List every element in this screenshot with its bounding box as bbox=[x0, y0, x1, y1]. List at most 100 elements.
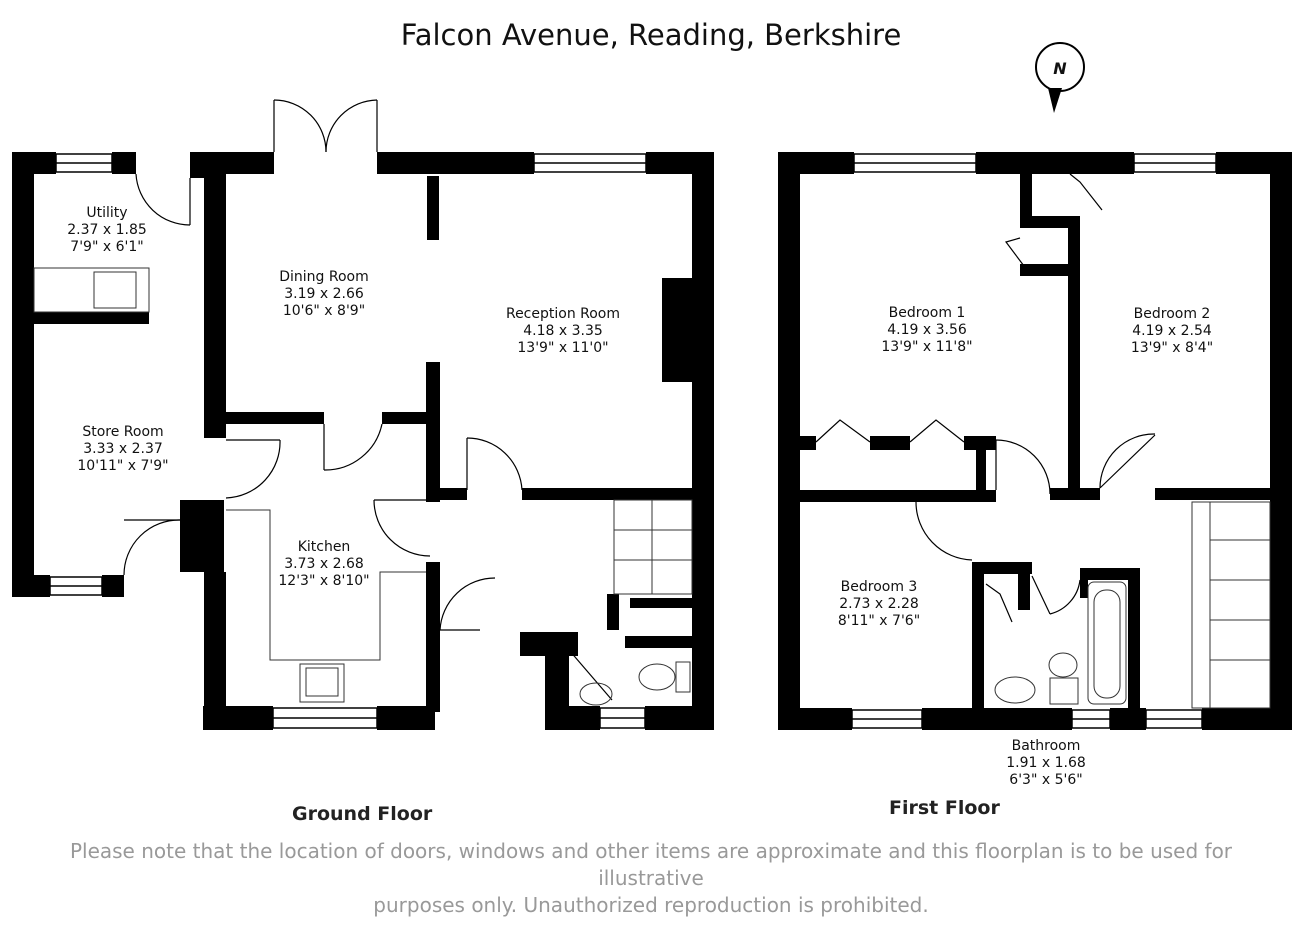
north-compass: N bbox=[1035, 42, 1085, 113]
room-name-dining: Dining Room bbox=[279, 269, 369, 285]
compass-arrow-icon bbox=[1048, 88, 1062, 113]
room-name-bedroom3: Bedroom 3 bbox=[841, 579, 918, 595]
wall bbox=[1020, 174, 1032, 222]
wall bbox=[972, 562, 984, 710]
wall bbox=[976, 152, 1134, 174]
wc-basin bbox=[579, 682, 613, 706]
wall bbox=[102, 575, 124, 597]
wall bbox=[382, 412, 436, 424]
room-name-reception: Reception Room bbox=[506, 306, 620, 322]
room-metric-store: 3.33 x 2.37 bbox=[83, 441, 163, 457]
wall bbox=[1020, 216, 1076, 228]
wall bbox=[800, 490, 996, 502]
ground-windows bbox=[49, 153, 647, 729]
ground-doors bbox=[123, 99, 613, 701]
wall bbox=[645, 706, 714, 730]
floor-label-first: First Floor bbox=[889, 797, 1000, 819]
wall bbox=[34, 312, 149, 324]
door-swing bbox=[439, 577, 496, 631]
first-fixtures bbox=[994, 501, 1271, 709]
staircase bbox=[1191, 501, 1271, 709]
wall bbox=[976, 436, 986, 496]
compass-letter: N bbox=[1053, 59, 1067, 78]
door-leaf bbox=[1099, 434, 1156, 489]
wall bbox=[377, 152, 534, 174]
plan-title: Falcon Avenue, Reading, Berkshire bbox=[400, 18, 902, 52]
wall bbox=[607, 594, 619, 630]
disclaimer-line-1: Please note that the location of doors, … bbox=[69, 839, 1233, 890]
room-name-kitchen: Kitchen bbox=[298, 539, 351, 555]
first-doors bbox=[815, 173, 1156, 623]
door-swing bbox=[325, 99, 378, 153]
cupboard-door bbox=[1069, 173, 1103, 211]
wall bbox=[922, 708, 1072, 730]
wall bbox=[545, 632, 569, 712]
room-name-store: Store Room bbox=[82, 424, 163, 440]
wall bbox=[1110, 708, 1146, 730]
wall bbox=[12, 575, 50, 597]
wall bbox=[800, 436, 816, 450]
utility-sink bbox=[93, 271, 137, 309]
kitchen-counter bbox=[226, 509, 426, 661]
wall bbox=[625, 636, 700, 648]
first-windows bbox=[851, 153, 1217, 729]
bath bbox=[1087, 581, 1127, 705]
wardrobe-door bbox=[815, 419, 871, 443]
room-name-bedroom1: Bedroom 1 bbox=[889, 305, 966, 321]
wall bbox=[692, 152, 714, 730]
wall bbox=[426, 562, 440, 712]
wall bbox=[180, 500, 224, 572]
room-imperial-store: 10'11" x 7'9" bbox=[77, 458, 168, 474]
cupboard-door bbox=[1004, 237, 1025, 267]
room-metric-bedroom1: 4.19 x 3.56 bbox=[887, 322, 967, 338]
room-imperial-bedroom2: 13'9" x 8'4" bbox=[1131, 340, 1213, 356]
door-swing bbox=[225, 439, 281, 499]
wall bbox=[1018, 562, 1030, 610]
wc-toilet bbox=[638, 663, 676, 691]
room-name-bedroom2: Bedroom 2 bbox=[1134, 306, 1211, 322]
wall bbox=[1020, 264, 1070, 276]
door-swing bbox=[373, 499, 431, 557]
room-imperial-bathroom: 6'3" x 5'6" bbox=[1009, 772, 1082, 788]
floor-label-ground: Ground Floor bbox=[292, 803, 433, 825]
kitchen-sink-basin bbox=[305, 667, 339, 697]
disclaimer-line-2: purposes only. Unauthorized reproduction… bbox=[373, 893, 929, 917]
room-imperial-utility: 7'9" x 6'1" bbox=[70, 239, 143, 255]
door-swing bbox=[1049, 579, 1081, 615]
ground-fixtures bbox=[33, 267, 693, 706]
wall bbox=[630, 598, 700, 608]
wall bbox=[778, 152, 800, 730]
wall bbox=[778, 708, 852, 730]
wall bbox=[190, 152, 212, 178]
room-metric-kitchen: 3.73 x 2.68 bbox=[284, 556, 364, 572]
wall bbox=[224, 412, 324, 424]
door-leaf bbox=[1031, 575, 1051, 615]
wall bbox=[427, 176, 439, 240]
room-imperial-kitchen: 12'3" x 8'10" bbox=[278, 573, 369, 589]
room-metric-bedroom3: 2.73 x 2.28 bbox=[839, 596, 919, 612]
door-swing bbox=[995, 439, 1051, 495]
wall bbox=[1202, 708, 1292, 730]
room-metric-bathroom: 1.91 x 1.68 bbox=[1006, 755, 1086, 771]
wall bbox=[204, 572, 226, 730]
kitchen-sink bbox=[299, 663, 345, 703]
first-floor-plan bbox=[778, 152, 1292, 730]
room-name-utility: Utility bbox=[86, 205, 127, 221]
room-metric-bedroom2: 4.19 x 2.54 bbox=[1132, 323, 1212, 339]
ground-room-labels: Utility 2.37 x 1.85 7'9" x 6'1" Dining R… bbox=[67, 205, 620, 589]
room-metric-dining: 3.19 x 2.66 bbox=[284, 286, 364, 302]
toilet bbox=[1048, 652, 1078, 678]
ground-floor-plan bbox=[12, 152, 714, 730]
wall bbox=[112, 152, 136, 174]
wall bbox=[972, 562, 1032, 574]
wall bbox=[377, 706, 435, 730]
first-room-labels: Bedroom 1 4.19 x 3.56 13'9" x 11'8" Bedr… bbox=[838, 305, 1213, 788]
door-swing bbox=[135, 173, 191, 226]
fireplace bbox=[662, 278, 694, 382]
wall bbox=[1270, 152, 1292, 730]
room-imperial-bedroom3: 8'11" x 7'6" bbox=[838, 613, 920, 629]
wall bbox=[12, 152, 34, 597]
wall bbox=[1080, 568, 1140, 580]
wall bbox=[870, 436, 910, 450]
